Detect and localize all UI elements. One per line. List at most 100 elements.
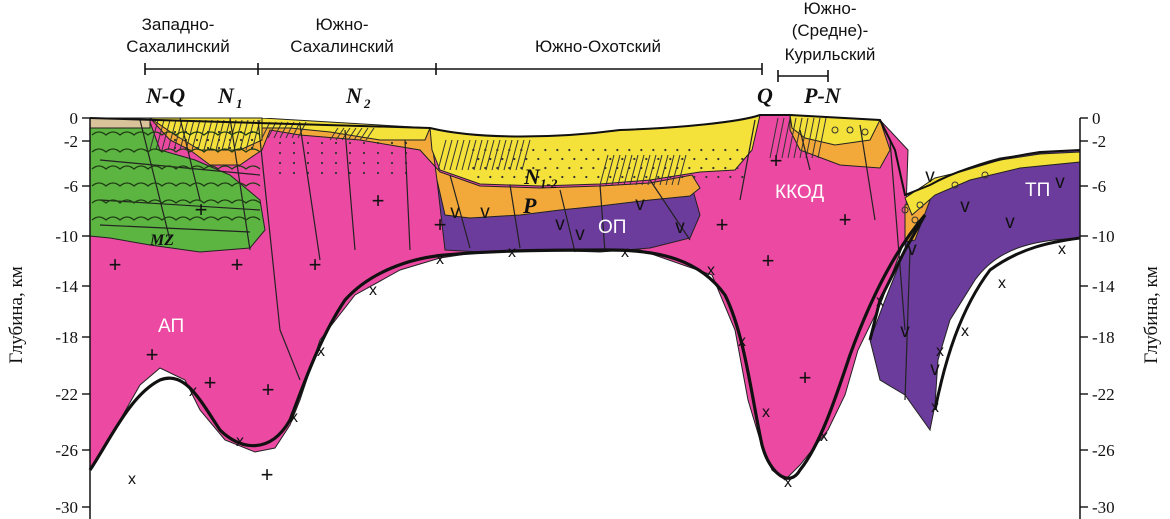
sediment-dot	[218, 131, 220, 133]
granite-plus-mark: +	[204, 370, 217, 395]
sediment-dot	[537, 158, 539, 160]
sediment-dot	[335, 162, 337, 164]
region-kuril-line2: (Средне)-	[792, 21, 869, 40]
sediment-dot	[688, 167, 690, 169]
sediment-dot	[645, 158, 647, 160]
sediment-dot	[391, 142, 393, 144]
region-south-okhotsk: Южно-Охотский	[535, 37, 661, 56]
axis-title-left: Глубина, км	[6, 266, 27, 363]
sediment-dot	[568, 149, 570, 151]
granite-plus-mark: +	[262, 377, 275, 402]
basalt-v-mark: v	[575, 224, 585, 245]
sediment-dot	[729, 176, 731, 178]
sediment-dot	[489, 176, 491, 178]
label-n2-sub: 2	[363, 96, 371, 111]
granite-plus-mark: +	[195, 197, 208, 222]
granite-plus-mark: +	[309, 252, 322, 277]
sediment-dot	[669, 176, 671, 178]
sediment-dot	[568, 167, 570, 169]
label-n1-sub: 1	[236, 96, 243, 111]
sediment-dot	[724, 167, 726, 169]
moho-x-mark: x	[961, 323, 969, 340]
basalt-v-mark: v	[635, 194, 645, 215]
sediment-dot	[693, 158, 695, 160]
sediment-dot	[652, 167, 654, 169]
label-n2: N	[345, 83, 363, 108]
sediment-dot	[717, 176, 719, 178]
label-n12: N	[523, 164, 541, 189]
sediment-dot	[240, 139, 242, 141]
label-q: Q	[757, 83, 773, 108]
sediment-dot	[556, 167, 558, 169]
region-west-sakhalin-line1: Западно-	[142, 15, 215, 34]
sediment-dot	[377, 172, 379, 174]
moho-x-mark: x	[820, 428, 828, 445]
left-tick-label: -26	[55, 441, 78, 460]
sediment-dot	[477, 158, 479, 160]
sediment-dot	[741, 158, 743, 160]
sediment-dot	[484, 167, 486, 169]
sediment-dot	[544, 149, 546, 151]
right-tick-label: 0	[1092, 109, 1101, 128]
moho-x-mark: x	[369, 282, 377, 299]
sediment-dot	[391, 172, 393, 174]
basalt-v-mark: v	[907, 239, 917, 260]
sediment-dot	[293, 142, 295, 144]
basalt-v-mark: v	[960, 196, 970, 217]
sediment-dot	[592, 167, 594, 169]
region-west-sakhalin-line2: Сахалинский	[126, 37, 229, 56]
right-tick-label: -30	[1092, 498, 1115, 517]
moho-x-mark: x	[876, 293, 884, 310]
sediment-dot	[489, 158, 491, 160]
sediment-dot	[561, 176, 563, 178]
granite-plus-mark: +	[799, 365, 812, 390]
sediment-dot	[349, 152, 351, 154]
left-tick-label: -10	[55, 227, 78, 246]
sediment-dot	[556, 149, 558, 151]
sediment-dot	[705, 158, 707, 160]
sediment-dot	[580, 167, 582, 169]
sediment-dot	[604, 149, 606, 151]
left-tick-label: -30	[55, 498, 78, 517]
region-labels: Западно- Сахалинский Южно- Сахалинский Ю…	[126, 0, 875, 64]
label-n-q: N-Q	[145, 83, 185, 108]
sediment-dot	[279, 172, 281, 174]
sediment-dot	[196, 139, 198, 141]
granite-plus-mark: +	[109, 252, 122, 277]
sediment-dot	[573, 176, 575, 178]
sediment-dot	[307, 142, 309, 144]
sediment-dot	[391, 162, 393, 164]
sediment-dot	[218, 147, 220, 149]
sediment-dot	[592, 149, 594, 151]
granite-plus-mark: +	[372, 188, 385, 213]
moho-x-mark: x	[784, 474, 792, 491]
unit-ap: АП	[158, 316, 184, 337]
moho-x-mark: x	[621, 244, 629, 261]
granite-plus-mark: +	[231, 252, 244, 277]
sediment-dot	[229, 139, 231, 141]
left-tick-label: -14	[55, 277, 78, 296]
sediment-dot	[391, 152, 393, 154]
sediment-dot	[501, 176, 503, 178]
sediment-dot	[335, 172, 337, 174]
sediment-dot	[693, 176, 695, 178]
left-tick-label: -2	[64, 132, 78, 151]
basalt-v-mark: v	[900, 321, 910, 342]
sediment-dot	[508, 149, 510, 151]
granite-plus-mark: +	[434, 212, 447, 237]
sediment-dot	[664, 167, 666, 169]
region-south-sakhalin-line1: Южно-	[315, 15, 368, 34]
sediment-dot	[513, 158, 515, 160]
sediment-dot	[621, 176, 623, 178]
moho-x-mark: x	[762, 404, 770, 421]
sediment-dot	[585, 176, 587, 178]
sediment-dot	[377, 142, 379, 144]
unit-op: ОП	[598, 217, 626, 238]
sediment-dot	[621, 158, 623, 160]
sediment-dot	[207, 139, 209, 141]
sediment-dot	[279, 162, 281, 164]
sediment-dot	[363, 172, 365, 174]
sediment-dot	[307, 162, 309, 164]
sediment-dot	[700, 149, 702, 151]
